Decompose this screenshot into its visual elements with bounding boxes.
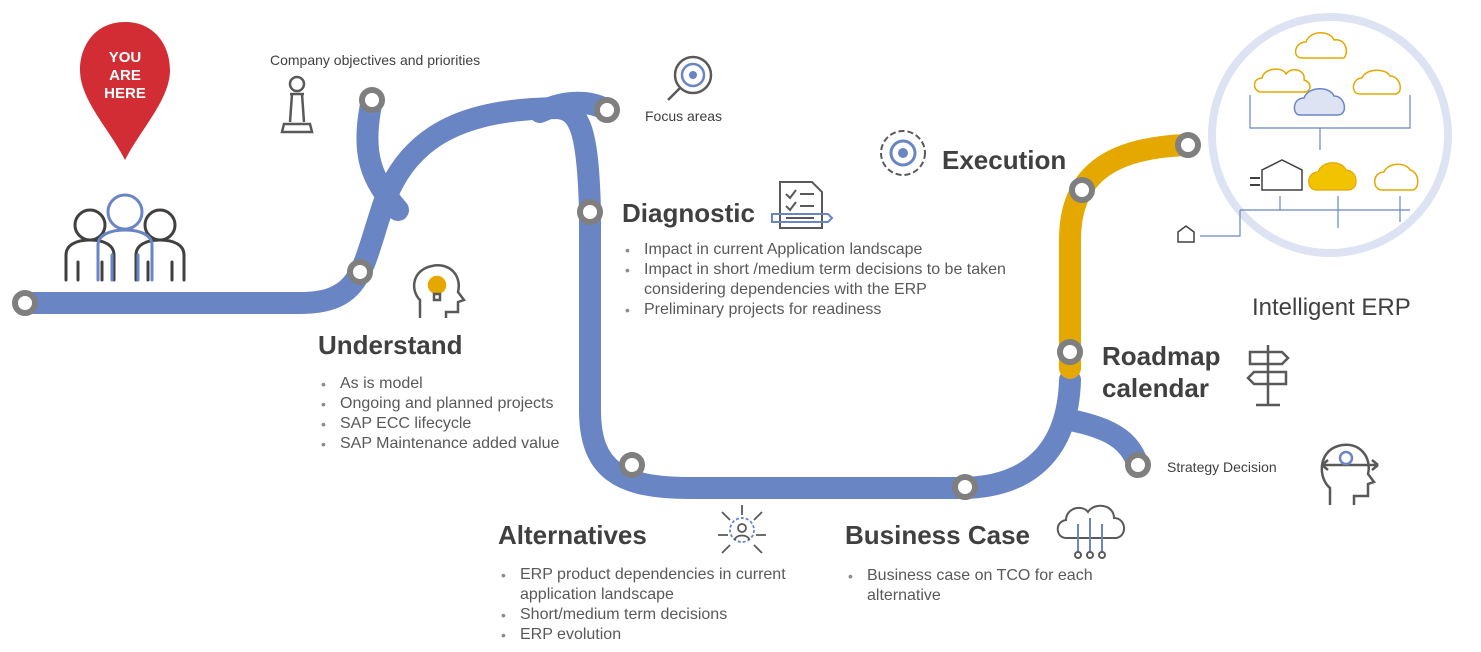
intelligent-erp-diagram bbox=[1177, 13, 1452, 257]
alternatives-bullet: ERP product dependencies in current appl… bbox=[498, 565, 788, 605]
alternatives-bullets: ERP product dependencies in current appl… bbox=[498, 565, 788, 645]
understand-bullet: SAP Maintenance added value bbox=[318, 434, 568, 454]
chess-pawn-icon bbox=[280, 75, 314, 134]
road-nodes bbox=[12, 87, 1201, 500]
understand-bullet: SAP ECC lifecycle bbox=[318, 414, 568, 434]
node-objectives bbox=[359, 87, 385, 113]
business-case-bullet: Business case on TCO for each alternativ… bbox=[845, 566, 1165, 606]
idea-head-icon bbox=[412, 264, 467, 318]
understand-bullet: Ongoing and planned projects bbox=[318, 394, 568, 414]
people-group-icon bbox=[64, 193, 186, 282]
road-main bbox=[14, 96, 1081, 499]
diagnostic-heading: Diagnostic bbox=[622, 198, 755, 228]
node-strategy bbox=[1125, 452, 1151, 478]
node-understand bbox=[347, 259, 373, 285]
alternatives-bullet: ERP evolution bbox=[498, 625, 788, 645]
strategy-head-icon bbox=[1320, 443, 1379, 505]
pin-line-2: ARE bbox=[109, 67, 141, 84]
signpost-icon bbox=[1246, 345, 1290, 407]
pin-line-3: HERE bbox=[104, 85, 146, 102]
diagnostic-bullet: Impact in current Application landscape bbox=[622, 240, 1007, 260]
node-diagnostic bbox=[577, 199, 603, 225]
checklist-document-icon bbox=[771, 181, 834, 229]
company-objectives-label: Company objectives and priorities bbox=[270, 52, 481, 68]
understand-heading: Understand bbox=[318, 330, 463, 360]
diagnostic-bullet: Preliminary projects for readiness bbox=[622, 300, 1007, 320]
roadmap-heading-line-1: Roadmap bbox=[1102, 341, 1221, 371]
execution-heading: Execution bbox=[942, 145, 1067, 175]
node-focus bbox=[594, 97, 620, 123]
alternatives-bullet: Short/medium term decisions bbox=[498, 605, 788, 625]
pin-line-1: YOU bbox=[109, 49, 142, 66]
understand-bullets: As is model Ongoing and planned projects… bbox=[318, 374, 568, 454]
roadmap-heading: Roadmap calendar bbox=[1102, 340, 1220, 404]
diagnostic-bullet: Impact in short /medium term decisions t… bbox=[622, 260, 1007, 300]
intelligent-erp-caption: Intelligent ERP bbox=[1252, 294, 1411, 321]
road-gold bbox=[1059, 134, 1197, 379]
network-person-icon bbox=[718, 505, 766, 554]
node-execution-2 bbox=[1175, 132, 1201, 158]
alternatives-heading: Alternatives bbox=[498, 520, 647, 550]
node-business-case bbox=[952, 474, 978, 500]
node-start bbox=[12, 290, 38, 316]
cloud-network-icon bbox=[1056, 504, 1125, 559]
node-roadmap bbox=[1057, 339, 1083, 365]
roadmap-heading-line-2: calendar bbox=[1102, 373, 1209, 403]
node-alternatives bbox=[619, 452, 645, 478]
business-case-bullets: Business case on TCO for each alternativ… bbox=[845, 566, 1165, 606]
strategy-decision-label: Strategy Decision bbox=[1167, 459, 1277, 475]
gears-icon bbox=[880, 130, 926, 176]
focus-areas-label: Focus areas bbox=[645, 108, 723, 124]
road-branch-objectives bbox=[356, 89, 409, 221]
focus-target-icon bbox=[667, 55, 713, 101]
business-case-heading: Business Case bbox=[845, 520, 1030, 550]
diagnostic-bullets: Impact in current Application landscape … bbox=[622, 240, 1007, 320]
you-are-here-pin: YOU ARE HERE bbox=[80, 22, 170, 160]
understand-bullet: As is model bbox=[318, 374, 568, 394]
node-execution-1 bbox=[1069, 177, 1095, 203]
